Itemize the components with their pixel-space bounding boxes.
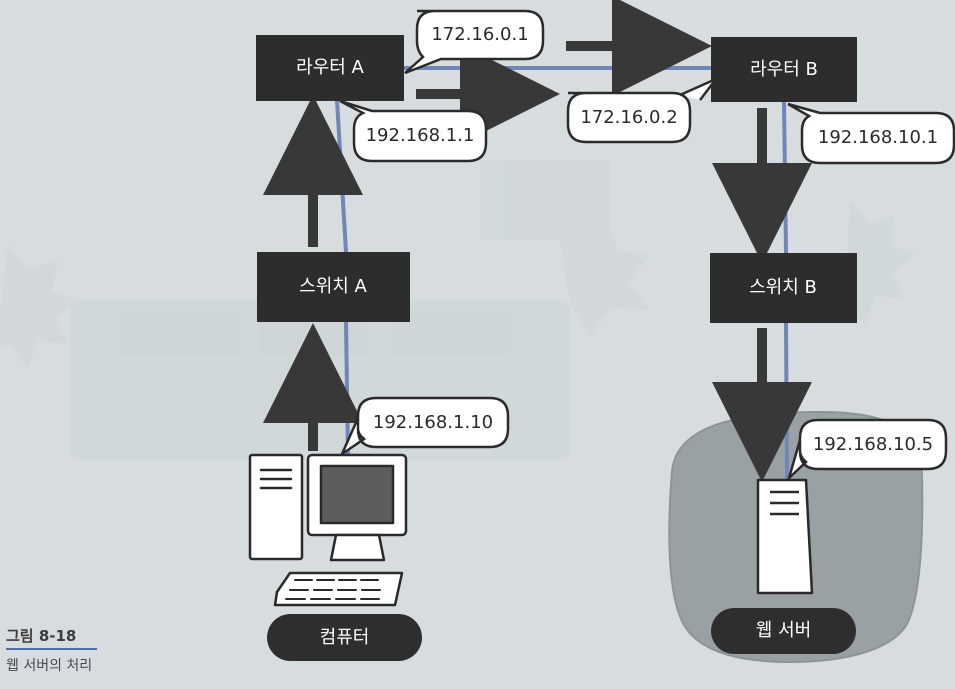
desktop-computer-icon [248, 453, 408, 607]
computer-label-pill: 컴퓨터 [267, 614, 422, 661]
server-tower-icon [756, 478, 814, 595]
link-switch-a-computer [344, 320, 350, 459]
address-bubble-router-a-internal: 192.168.1.1 [339, 99, 488, 163]
address-bubble-router-b-external: 172.16.0.2 [566, 77, 717, 144]
address-bubble-computer: 192.168.1.10 [339, 396, 510, 458]
figure-title: 웹 서버의 처리 [6, 658, 92, 674]
address-bubble-router-b-internal: 192.168.10.1 [787, 102, 955, 165]
link-router-a-switch-a [335, 98, 348, 254]
web-server-label: 웹 서버 [756, 620, 811, 641]
figure-number: 그림 8-18 [6, 627, 76, 645]
web-server-label-pill: 웹 서버 [711, 608, 856, 654]
switch-b-node: 스위치 B [710, 253, 857, 323]
router-b-external-ip: 172.16.0.2 [580, 107, 677, 128]
router-a-label: 라우터 A [296, 57, 364, 78]
computer-label: 컴퓨터 [320, 627, 370, 648]
router-b-label: 라우터 B [750, 59, 818, 80]
link-router-b-switch-b [782, 100, 788, 255]
address-bubble-router-a-external: 172.16.0.1 [404, 9, 545, 75]
switch-a-label: 스위치 A [299, 276, 367, 297]
flow-arrows [263, 0, 812, 482]
link-switch-b-server [784, 321, 789, 480]
router-a-internal-ip: 192.168.1.1 [366, 125, 475, 146]
computer-ip: 192.168.1.10 [373, 412, 493, 433]
switch-b-label: 스위치 B [749, 277, 817, 298]
address-bubble-web-server: 192.168.10.5 [786, 418, 948, 483]
router-a-node: 라우터 A [256, 35, 404, 101]
web-server-ip: 192.168.10.5 [813, 434, 933, 455]
router-b-node: 라우터 B [711, 37, 857, 102]
figure-caption: 그림 8-18 웹 서버의 처리 [6, 627, 97, 674]
router-a-external-ip: 172.16.0.1 [431, 24, 528, 45]
router-b-internal-ip: 192.168.10.1 [818, 127, 938, 148]
switch-a-node: 스위치 A [257, 252, 410, 322]
